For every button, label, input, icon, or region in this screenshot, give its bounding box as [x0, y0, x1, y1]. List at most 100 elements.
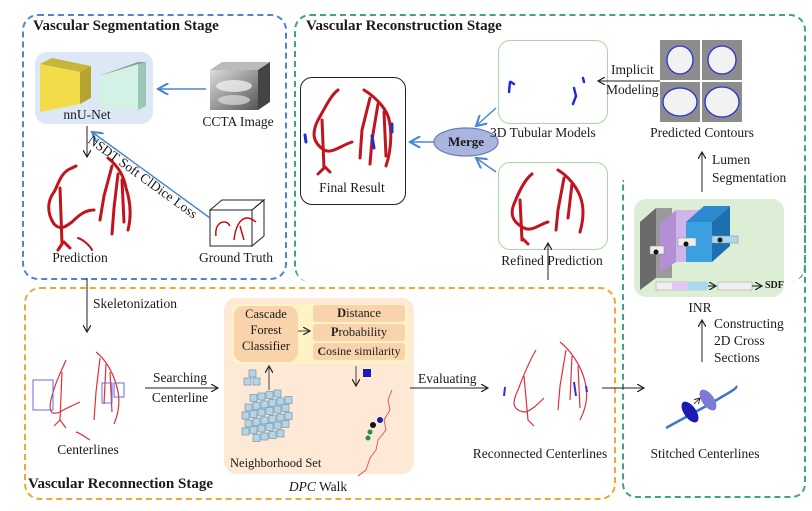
- centerline-gap-box-2: [101, 382, 113, 404]
- reconstruction-stage-right-column: [622, 180, 806, 498]
- neighborhood-cube: [284, 396, 293, 404]
- modeling-label: Modeling: [606, 82, 659, 97]
- implicit-label: Implicit: [611, 62, 654, 77]
- stitched-centerlines-label: Stitched Centerlines: [650, 446, 760, 461]
- cascade-label: Cascade: [245, 307, 287, 321]
- refined-prediction-label: Refined Prediction: [501, 253, 603, 268]
- reconnection-stage-title: Vascular Reconnection Stage: [28, 476, 213, 492]
- neighborhood-cube: [249, 394, 258, 402]
- reconnected-blue-segments-icon: [503, 381, 588, 397]
- inr-network-icon: [640, 206, 762, 291]
- sections-label: Sections: [714, 350, 760, 365]
- final-result-vessels-icon: [312, 88, 393, 176]
- ccta-image-icon: [210, 62, 270, 110]
- nnunet-decoder-icon: [99, 62, 146, 110]
- neighborhood-cube: [265, 391, 274, 399]
- merge-label: Merge: [447, 134, 485, 149]
- centerline-gap-box-3: [113, 382, 125, 398]
- tubular-models-icon: [507, 76, 586, 106]
- metric-distance: Distance: [313, 305, 405, 322]
- neighborhood-cube: [252, 402, 261, 410]
- neighborhood-cube: [244, 419, 253, 428]
- neighborhood-cube: [257, 408, 266, 417]
- neighborhood-cube: [276, 413, 285, 422]
- neighborhood-cube: [260, 400, 269, 409]
- centerline-gap-box-1: [32, 379, 54, 411]
- neighborhood-cube: [273, 405, 282, 414]
- segmentation-stage-title: Vascular Segmentation Stage: [33, 18, 219, 34]
- neighborhood-cube: [252, 418, 261, 426]
- refined-to-merge-arrow: [476, 158, 497, 173]
- small-cubes-icon: [243, 369, 261, 386]
- neighborhood-cube: [268, 399, 277, 407]
- tubular-models-panel: [498, 40, 608, 124]
- predicted-contours-icon: [660, 40, 742, 122]
- centerlines-icon: [49, 351, 120, 441]
- neighborhood-cube: [249, 410, 258, 418]
- neighborhood-cube: [244, 403, 253, 412]
- neighborhood-cube: [281, 420, 290, 428]
- evaluating-label: Evaluating: [418, 371, 477, 386]
- dpc-walk-path-icon: [357, 389, 393, 477]
- constructing-label: Constructing: [714, 316, 784, 331]
- ccta-image-label: CCTA Image: [202, 114, 274, 129]
- cascade-forest-box: [234, 306, 298, 362]
- reconstruction-stage-box: [294, 14, 806, 282]
- metric-cosine-similarity: Cosine similarity: [313, 343, 405, 360]
- skeletonization-label: Skeletonization: [93, 296, 177, 311]
- cross-label: 2D Cross: [714, 333, 765, 348]
- neighborhood-cube: [265, 407, 274, 415]
- refined-prediction-vessels-icon: [510, 168, 585, 246]
- stitched-centerlines-icon: [665, 385, 738, 430]
- neighborhood-cube: [257, 424, 266, 433]
- nnunet-encoder-icon: [40, 58, 91, 112]
- neighborhood-cube: [268, 431, 277, 439]
- inr-label: INR: [688, 300, 712, 315]
- sdf-label: SDF: [765, 280, 784, 291]
- neighborhood-cube: [284, 412, 293, 420]
- neighborhood-cube: [273, 389, 282, 398]
- next-voxel-icon: [363, 369, 371, 377]
- neighborhood-cube: [241, 411, 250, 420]
- predicted-contours-label: Predicted Contours: [650, 125, 754, 140]
- neighborhood-cube: [273, 421, 282, 430]
- tubular-models-label: 3D Tubular Models: [490, 125, 596, 140]
- reconstruction-stage-title: Vascular Reconstruction Stage: [306, 18, 502, 34]
- lumen-label: Lumen: [712, 152, 751, 167]
- centerline-label: Centerline: [151, 390, 209, 405]
- neighborhood-cube: [268, 415, 277, 423]
- neighborhood-cube: [257, 392, 266, 401]
- dpc-walk-label: DPC Walk: [288, 479, 348, 494]
- neighborhood-set-icon: [241, 389, 293, 442]
- tubular-to-merge-arrow: [476, 107, 497, 126]
- neighborhood-cube: [260, 416, 269, 425]
- final-result-label: Final Result: [319, 180, 385, 195]
- loss-arrow: [92, 132, 211, 219]
- final-result-blue-segments-icon: [303, 122, 394, 150]
- reconnection-stage-box: [24, 287, 616, 500]
- nnunet-label: nnU-Net: [63, 107, 111, 122]
- segmentation-stage-box: [22, 14, 287, 280]
- centerlines-label: Centerlines: [57, 442, 119, 457]
- segmentation-label: Segmentation: [712, 170, 787, 185]
- prediction-vessels-icon: [47, 156, 132, 252]
- forest-label: Forest: [250, 323, 282, 337]
- neighborhood-cube: [265, 423, 274, 431]
- ground-truth-label: Ground Truth: [199, 250, 273, 265]
- final-result-panel: [300, 77, 406, 205]
- reconnected-centerlines-label: Reconnected Centerlines: [472, 446, 608, 461]
- neighborhood-cube: [276, 397, 285, 406]
- neighborhood-cube: [281, 404, 290, 412]
- neighborhood-cube: [252, 434, 261, 442]
- refined-prediction-panel: [498, 162, 608, 250]
- metric-probability: Probability: [313, 324, 405, 341]
- searching-label: Searching: [153, 370, 207, 385]
- neighborhood-cube: [241, 427, 250, 436]
- reconnected-centerlines-icon: [513, 341, 588, 427]
- neighborhood-cube: [249, 426, 258, 434]
- ground-truth-icon: [208, 198, 266, 248]
- neighborhood-cube: [260, 432, 269, 441]
- neighborhood-cube: [276, 429, 285, 438]
- prediction-label: Prediction: [52, 250, 108, 265]
